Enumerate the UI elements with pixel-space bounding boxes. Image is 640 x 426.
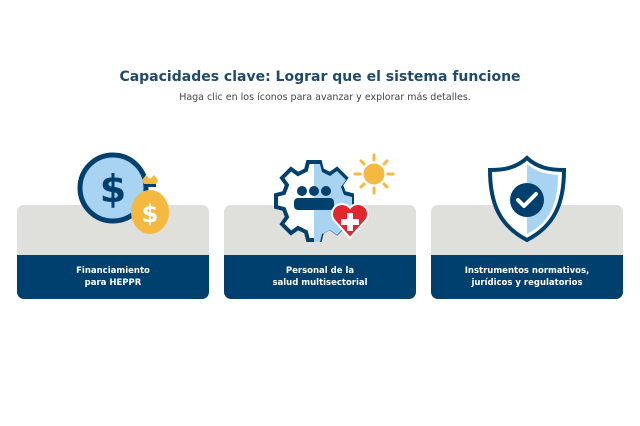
page-subtitle: Haga clic en los íconos para avanzar y e… (179, 92, 471, 103)
svg-text:$: $ (142, 200, 159, 228)
gear-people-heart-icon[interactable] (270, 150, 396, 242)
page-title: Capacidades clave: Lograr que el sistema… (119, 69, 521, 85)
svg-text:$: $ (100, 167, 126, 211)
money-bag-icon[interactable]: $ $ (70, 152, 174, 242)
shield-check-icon[interactable] (486, 154, 568, 244)
